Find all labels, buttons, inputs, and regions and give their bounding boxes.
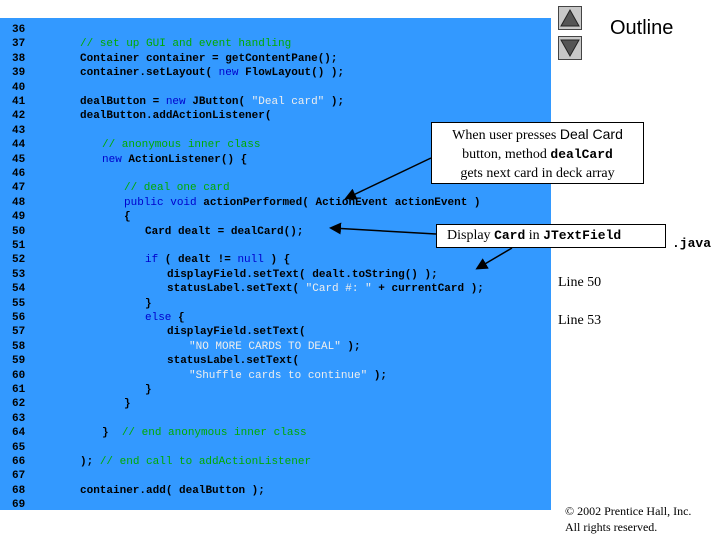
code-line: statusLabel.setText(	[167, 355, 300, 368]
code-line: if ( dealt != null ) {	[145, 254, 291, 267]
triangle-down-icon	[560, 39, 580, 58]
code-line: {	[124, 211, 131, 224]
line-number: 45	[12, 153, 26, 166]
line-number: 46	[12, 168, 26, 180]
line-number: 59	[12, 355, 26, 368]
callout-display: Display Card in JTextField	[436, 224, 666, 248]
code-line: }	[124, 398, 131, 411]
line-number: 64	[12, 427, 26, 440]
line-number: 36	[12, 24, 26, 36]
code-line: }	[145, 384, 152, 396]
side-label-line53: Line 53	[558, 313, 602, 328]
line-number: 61	[12, 384, 26, 396]
code-line: // deal one card	[124, 182, 230, 195]
line-number: 47	[12, 182, 26, 195]
callout-class-name: JTextField	[543, 228, 622, 243]
line-number: 66	[12, 456, 26, 468]
copyright: © 2002 Prentice Hall, Inc. All rights re…	[565, 503, 691, 535]
side-label-line50: Line 50	[558, 275, 602, 290]
callout-text: in	[525, 228, 544, 243]
line-number: 49	[12, 211, 26, 224]
line-number: 63	[12, 412, 26, 425]
code-line: statusLabel.setText( "Card #: " + curren…	[167, 283, 484, 296]
code-line: ); // end call to addActionListener	[80, 456, 312, 468]
code-line: else {	[145, 312, 185, 324]
previous-slide-button[interactable]	[558, 6, 582, 30]
line-number: 56	[12, 312, 26, 324]
line-number: 38	[12, 52, 26, 65]
code-line: "NO MORE CARDS TO DEAL" );	[189, 340, 361, 353]
line-number: 50	[12, 225, 26, 238]
file-extension: .java	[672, 236, 712, 251]
code-line: }	[145, 297, 152, 310]
copyright-line: All rights reserved.	[565, 520, 658, 534]
code-line: Container container = getContentPane();	[80, 52, 338, 65]
line-number: 67	[12, 470, 26, 483]
code-line: "Shuffle cards to continue" );	[189, 369, 388, 382]
line-number: 62	[12, 398, 26, 411]
callout-method-name: dealCard	[550, 147, 613, 162]
code-line: dealButton = new JButton( "Deal card" );	[80, 96, 345, 108]
line-number: 65	[12, 441, 26, 454]
line-number: 51	[12, 240, 26, 252]
callout-button-name: Deal Card	[559, 126, 623, 142]
copyright-line: © 2002 Prentice Hall, Inc.	[565, 504, 692, 518]
code-line: displayField.setText( dealt.toString() )…	[167, 268, 438, 281]
line-number: 48	[12, 196, 26, 209]
line-number: 53	[12, 268, 26, 281]
outline-title: Outline	[610, 17, 674, 39]
code-line: // set up GUI and event handling	[80, 38, 292, 51]
line-number: 52	[12, 254, 26, 267]
callout-text: gets next card in deck array	[460, 166, 615, 181]
line-number: 40	[12, 81, 26, 94]
code-line: } // end anonymous inner class	[102, 427, 307, 440]
code-line: Card dealt = dealCard();	[145, 225, 304, 238]
callout-text: When user presses	[452, 128, 560, 143]
code-panel	[0, 18, 551, 510]
code-line: dealButton.addActionListener(	[80, 110, 272, 123]
line-number: 44	[12, 139, 26, 152]
line-number: 43	[12, 124, 26, 137]
line-number: 58	[12, 340, 26, 353]
callout-text: button, method	[462, 147, 551, 162]
code-line: container.add( dealButton );	[80, 484, 265, 497]
line-number: 37	[12, 38, 26, 51]
next-slide-button[interactable]	[558, 36, 582, 60]
line-number: 68	[12, 484, 26, 497]
line-number: 69	[12, 499, 26, 512]
line-number: 60	[12, 369, 26, 382]
line-number: 42	[12, 110, 26, 123]
line-number: 41	[12, 96, 26, 108]
line-number: 57	[12, 326, 26, 339]
line-number: 55	[12, 297, 26, 310]
callout-deal-card: When user presses Deal Card button, meth…	[431, 122, 644, 184]
code-line: // anonymous inner class	[102, 139, 261, 152]
line-number: 39	[12, 67, 26, 80]
callout-text: Display	[447, 228, 495, 243]
callout-class-name: Card	[494, 228, 526, 243]
code-line: public void actionPerformed( ActionEvent…	[124, 196, 481, 209]
line-number: 54	[12, 283, 26, 296]
code-line: container.setLayout( new FlowLayout() );	[80, 67, 345, 80]
code-line: displayField.setText(	[167, 326, 306, 339]
code-line: new ActionListener() {	[102, 153, 248, 166]
triangle-up-icon	[560, 8, 580, 27]
